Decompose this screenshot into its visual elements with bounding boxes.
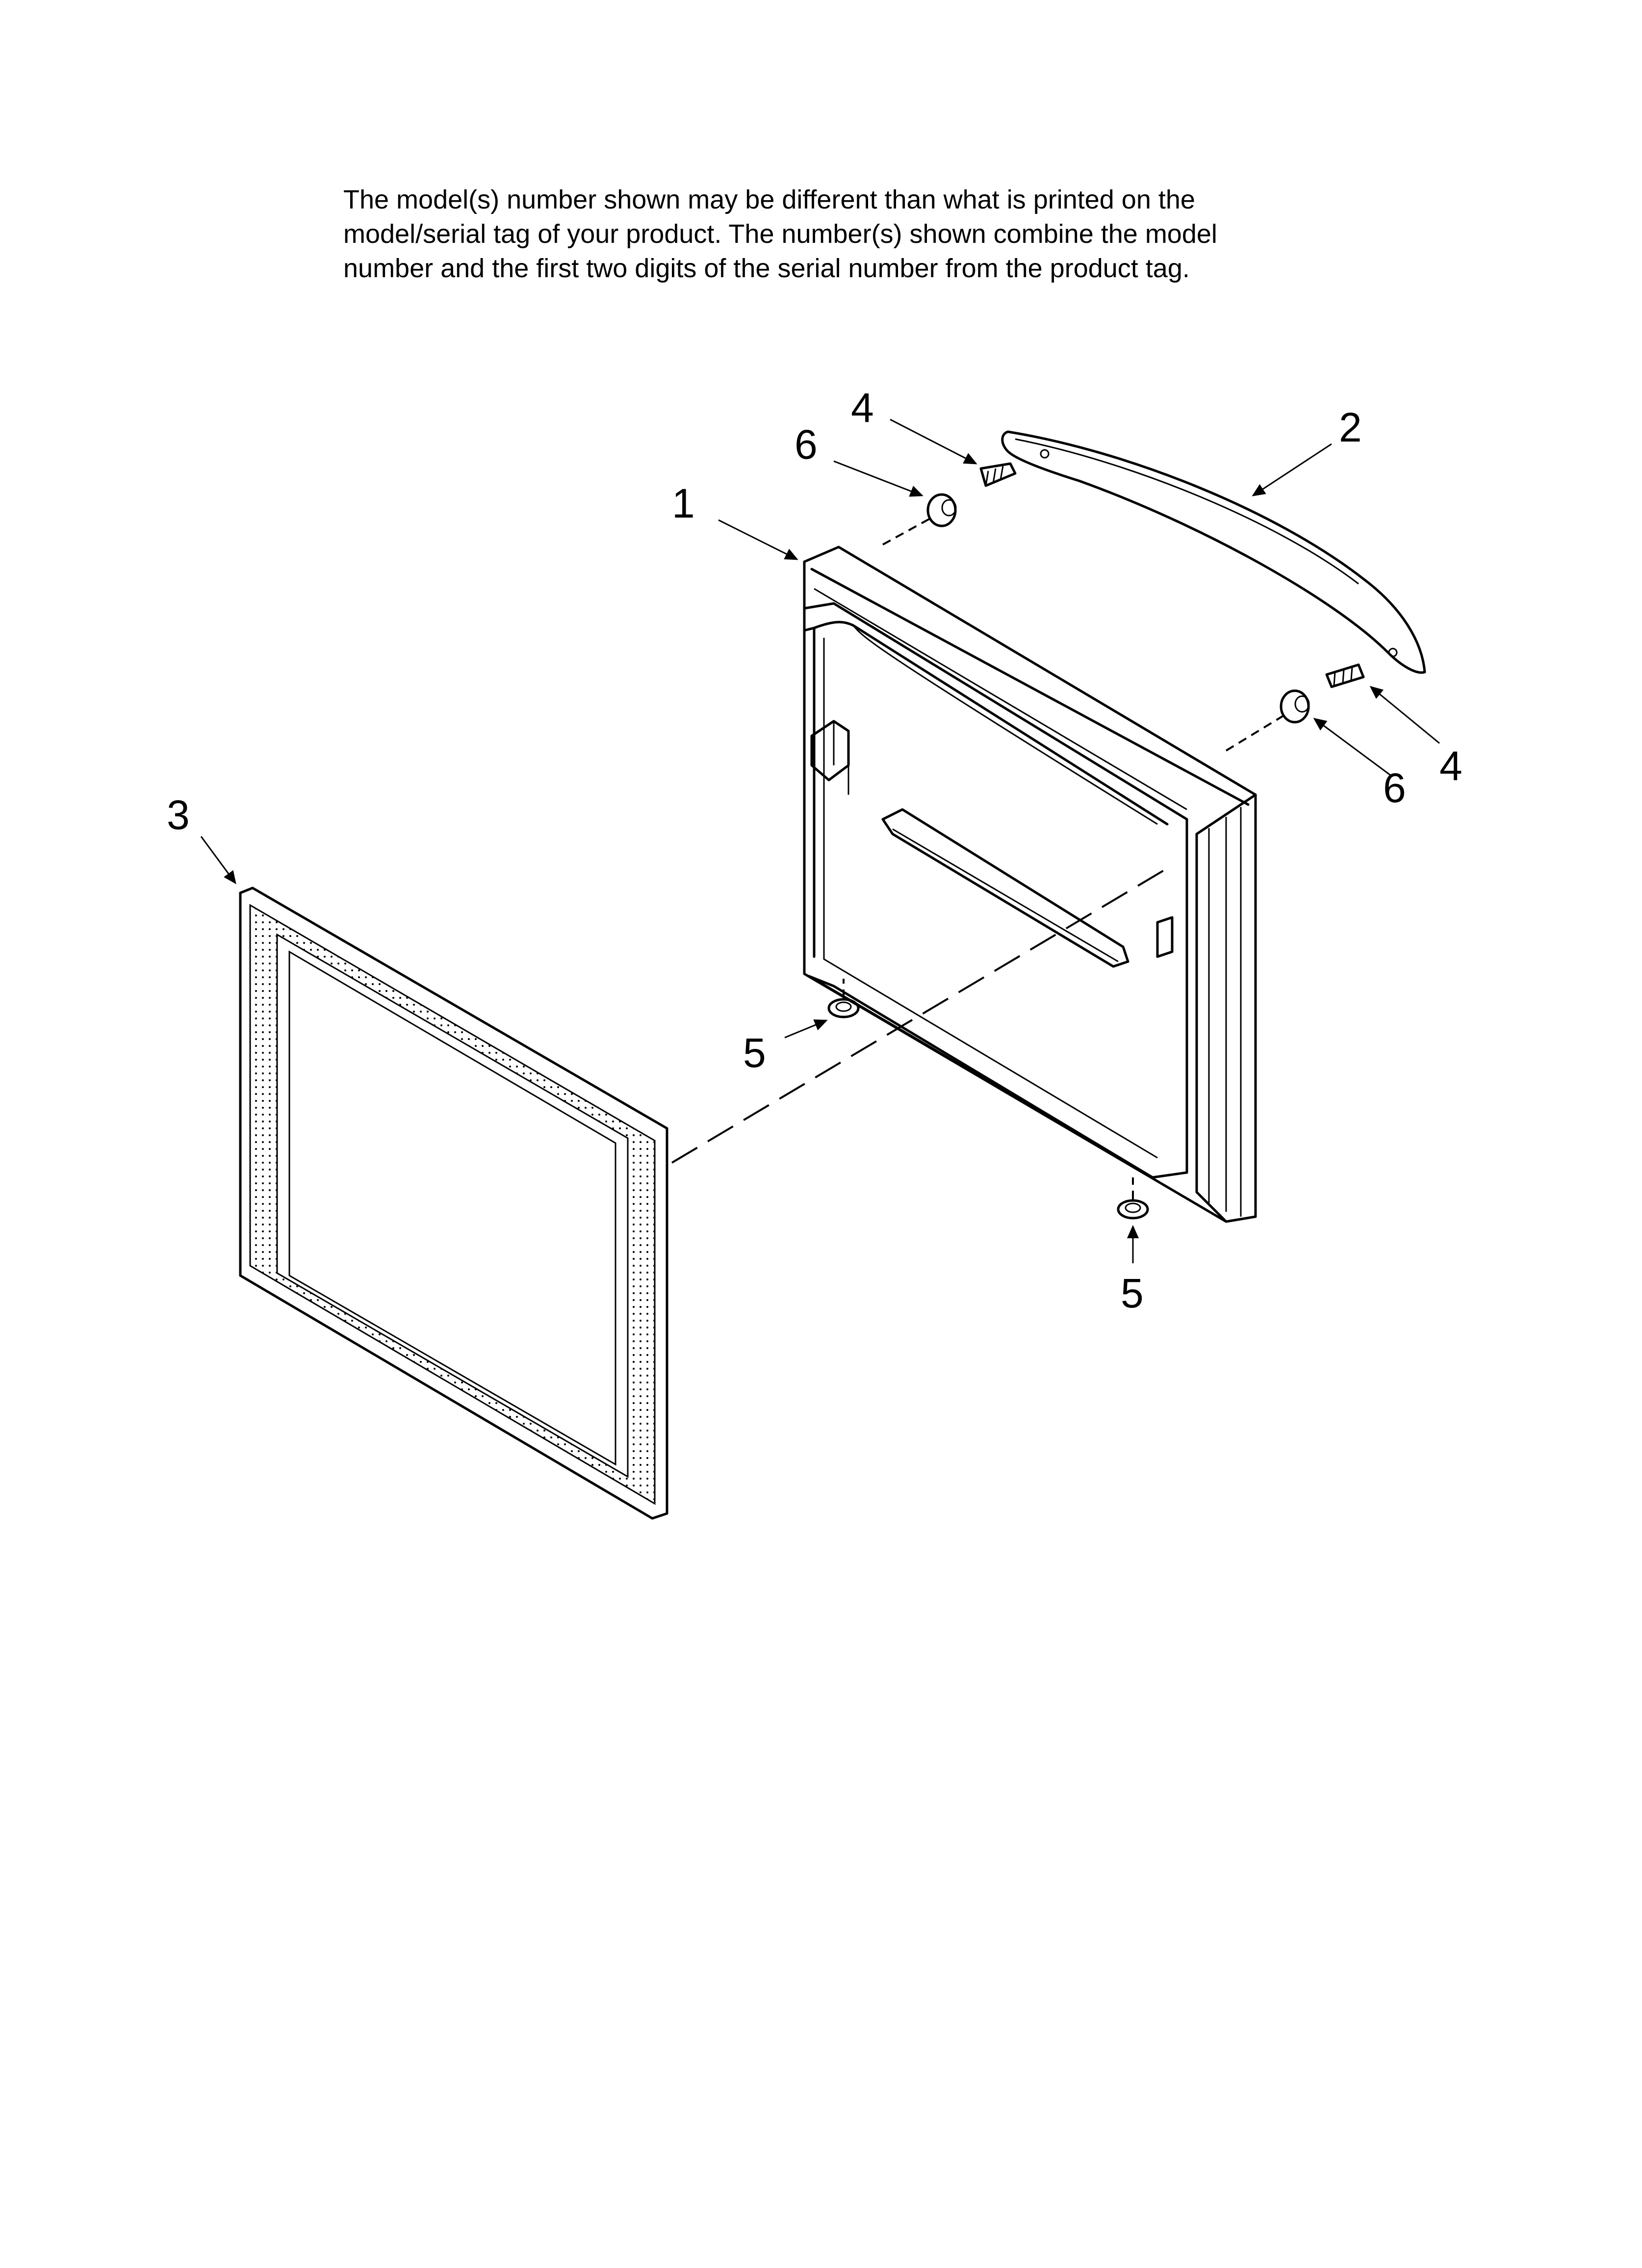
door-handle xyxy=(1001,430,1426,674)
door-bumper-left xyxy=(827,998,860,1018)
notice-line-2: model/serial tag of your product. The nu… xyxy=(343,219,1217,249)
callout-6-right: 6 xyxy=(1383,765,1406,811)
callout-1: 1 xyxy=(672,480,695,526)
callout-2: 2 xyxy=(1339,404,1362,450)
callout-4-right: 4 xyxy=(1439,743,1462,789)
handle-spacer-right xyxy=(1280,689,1310,724)
callout-5-bottom: 5 xyxy=(1121,1270,1144,1316)
callout-6-top: 6 xyxy=(795,421,818,468)
handle-screw-top xyxy=(979,462,1017,487)
freezer-door xyxy=(803,546,1257,1223)
door-bumper-bottom xyxy=(1117,1199,1149,1220)
notice-line-1: The model(s) number shown may be differe… xyxy=(343,185,1195,214)
door-gasket xyxy=(239,886,668,1520)
model-number-notice: The model(s) number shown may be differe… xyxy=(343,182,1471,286)
handle-spacer-top xyxy=(926,493,957,527)
callout-5-left: 5 xyxy=(743,1030,766,1076)
callout-3: 3 xyxy=(167,792,190,838)
handle-screw-right xyxy=(1325,663,1365,688)
leader-arrows xyxy=(200,418,1440,1263)
callout-4-top: 4 xyxy=(851,385,874,431)
notice-line-3: number and the first two digits of the s… xyxy=(343,254,1190,283)
